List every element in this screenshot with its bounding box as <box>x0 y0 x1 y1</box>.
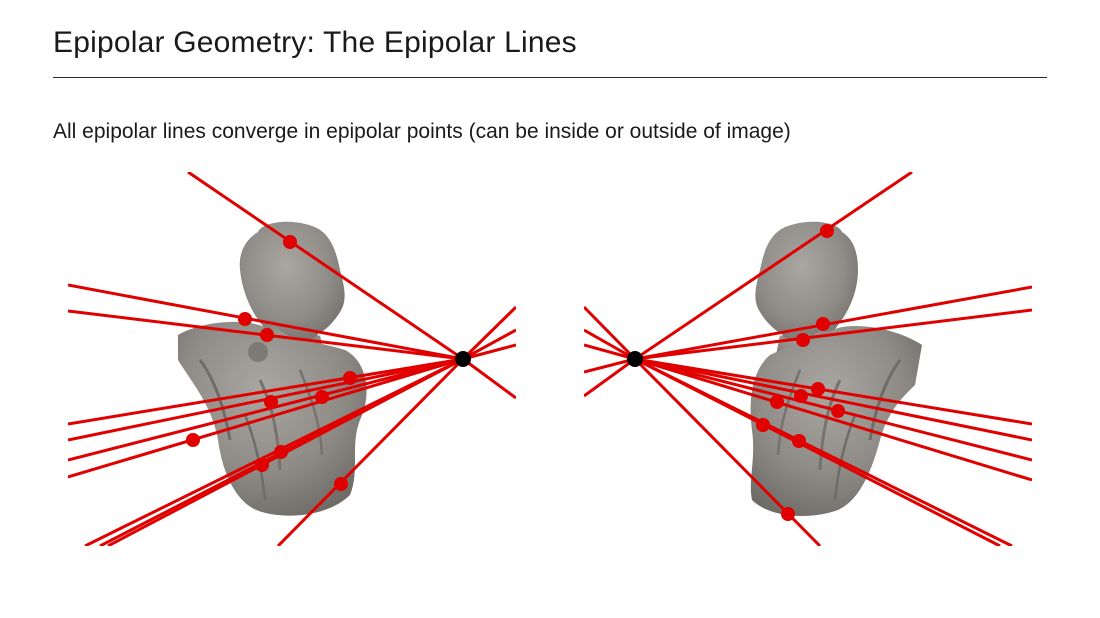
right-epipole <box>627 351 643 367</box>
left-epipolar-line <box>462 343 516 361</box>
left-feature-point <box>315 390 329 404</box>
right-feature-point <box>820 224 834 238</box>
left-feature-point <box>186 433 200 447</box>
right-feature-point <box>794 389 808 403</box>
right-epipolar-line <box>634 357 1032 426</box>
right-epipolar-line <box>584 357 636 398</box>
left-epipolar-line <box>187 172 464 361</box>
slide-title: Epipolar Geometry: The Epipolar Lines <box>53 26 577 59</box>
right-bust <box>750 221 922 516</box>
title-divider <box>53 77 1047 78</box>
left-epipolar-line <box>68 357 464 426</box>
right-image <box>584 172 1032 546</box>
left-feature-point <box>283 235 297 249</box>
left-epipolar-line <box>68 357 464 462</box>
right-feature-point <box>831 404 845 418</box>
left-bust-head <box>239 221 345 351</box>
right-epipolar-line <box>584 357 636 374</box>
right-feature-point <box>756 418 770 432</box>
left-epipole <box>455 351 471 367</box>
right-epipolar-line <box>634 285 1032 361</box>
left-feature-point <box>255 458 269 472</box>
right-epipolar-line <box>584 305 637 361</box>
right-epipolar-line <box>584 328 636 361</box>
left-feature-point <box>343 371 357 385</box>
right-epipolar-line <box>634 308 1032 361</box>
left-epipolar-line <box>68 283 464 361</box>
right-epipolar-line <box>634 172 913 361</box>
left-epipolar-line <box>462 357 516 400</box>
left-epipolar-line <box>462 328 516 361</box>
left-epipolar-line <box>68 357 464 479</box>
left-feature-point <box>274 445 288 459</box>
left-bust <box>178 221 367 516</box>
right-feature-point <box>816 317 830 331</box>
right-feature-point <box>770 395 784 409</box>
left-feature-point <box>264 395 278 409</box>
left-epipolar-line <box>461 305 516 361</box>
right-epipolar-line <box>634 357 1032 442</box>
right-epipolar-line <box>634 357 1032 482</box>
right-feature-point <box>792 434 806 448</box>
left-feature-point <box>334 477 348 491</box>
right-feature-point <box>796 333 810 347</box>
right-feature-point <box>811 382 825 396</box>
left-feature-points <box>186 235 357 491</box>
slide-subtitle: All epipolar lines converge in epipolar … <box>53 120 791 143</box>
right-feature-points <box>756 224 845 521</box>
right-bust-head <box>755 221 858 351</box>
left-feature-point <box>260 328 274 342</box>
left-epipolar-line <box>276 357 465 546</box>
right-feature-point <box>781 507 795 521</box>
left-image <box>68 172 516 546</box>
left-feature-point <box>238 312 252 326</box>
right-epipolar-line <box>584 343 636 361</box>
right-epipolar-line <box>634 357 1013 546</box>
